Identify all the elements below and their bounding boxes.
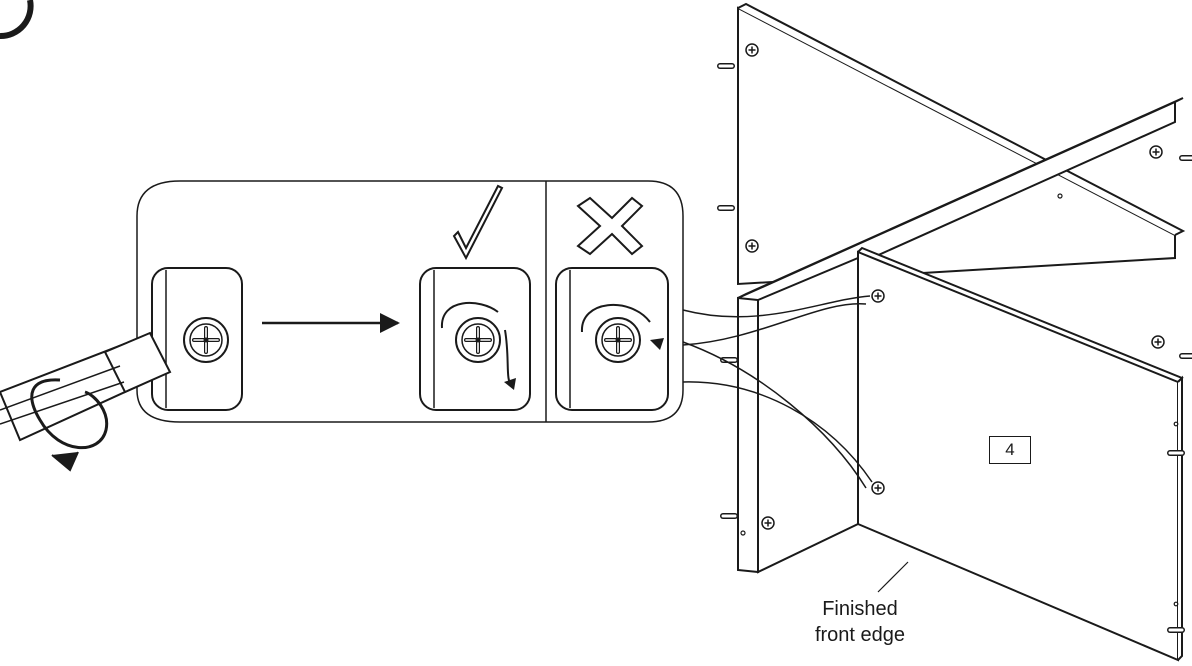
- left-panel: [723, 256, 859, 574]
- finished-edge-note: Finished front edge: [790, 596, 930, 648]
- note-line-1: Finished: [822, 598, 898, 620]
- cam-lock-incorrect: [555, 267, 669, 411]
- part-number-label: 4: [989, 436, 1031, 464]
- detail-callout: [136, 180, 873, 489]
- step-marker: [0, 0, 34, 39]
- checkmark-icon: [452, 184, 504, 261]
- note-line-2: front edge: [814, 624, 906, 646]
- cross-icon: [576, 196, 644, 256]
- back-panel: [720, 2, 1192, 356]
- rotation-arrow-icon: [30, 378, 109, 472]
- cam-lock-start: [151, 267, 243, 411]
- edge-leader: [877, 561, 909, 593]
- cam-lock-correct: [419, 267, 531, 411]
- screwdriver-icon: [0, 331, 172, 442]
